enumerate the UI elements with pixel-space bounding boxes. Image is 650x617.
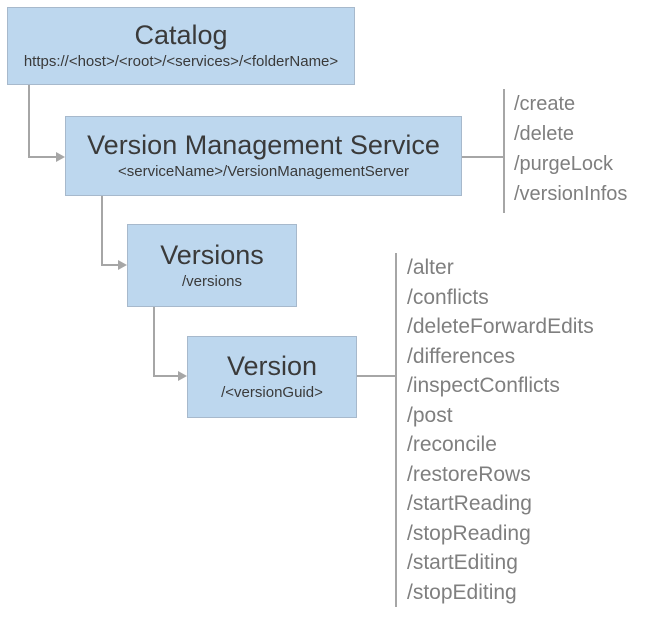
catalog-url: https://<host>/<root>/<services>/<folder… [23,53,339,71]
version-operations-list: /alter/conflicts/deleteForwardEdits/diff… [395,253,649,607]
versions-path: /versions [181,272,243,290]
connector-line [462,156,504,158]
catalog-title: Catalog [134,20,228,51]
operation-label: /delete [514,123,575,145]
connector-line [28,85,30,158]
operation-label: /create [514,93,576,115]
operation-label: /purgeLock [514,153,613,175]
operation-label: /restoreRows [407,462,531,486]
operation-label: /post [407,403,453,427]
version-management-service-title: Version Management Service [87,130,440,161]
operation-label: /deleteForwardEdits [407,315,594,338]
version-management-service-node: Version Management Service <serviceName>… [65,116,462,196]
connector-line [101,196,103,266]
connector-line [357,375,395,377]
versions-title: Versions [160,239,264,270]
operation-label: /versionInfos [514,183,628,205]
connector-line [28,156,57,158]
operation-label: /differences [407,344,516,368]
connector-line [101,264,119,266]
connector-line [153,375,179,377]
operation-label: /stopEditing [407,580,517,604]
version-management-service-operations-list: /create/delete/purgeLock/versionInfos [503,89,649,213]
version-title: Version [226,351,318,382]
operation-label: /alter [407,256,454,279]
version-node: Version /<versionGuid> [187,336,357,418]
catalog-node: Catalog https://<host>/<root>/<services>… [7,7,355,85]
operation-label: /startReading [407,492,532,515]
arrow-right-icon [178,371,187,381]
connector-line [153,307,155,377]
operation-label: /inspectConflicts [407,374,560,397]
version-path: /<versionGuid> [221,384,323,402]
version-management-service-path: <serviceName>/VersionManagementServer [118,163,409,181]
operation-label: /reconcile [407,433,497,456]
arrow-right-icon [118,260,127,270]
operation-label: /conflicts [407,285,489,309]
versions-node: Versions /versions [127,224,297,307]
operation-label: /stopReading [407,521,531,545]
operation-label: /startEditing [407,551,518,574]
arrow-right-icon [56,152,65,162]
